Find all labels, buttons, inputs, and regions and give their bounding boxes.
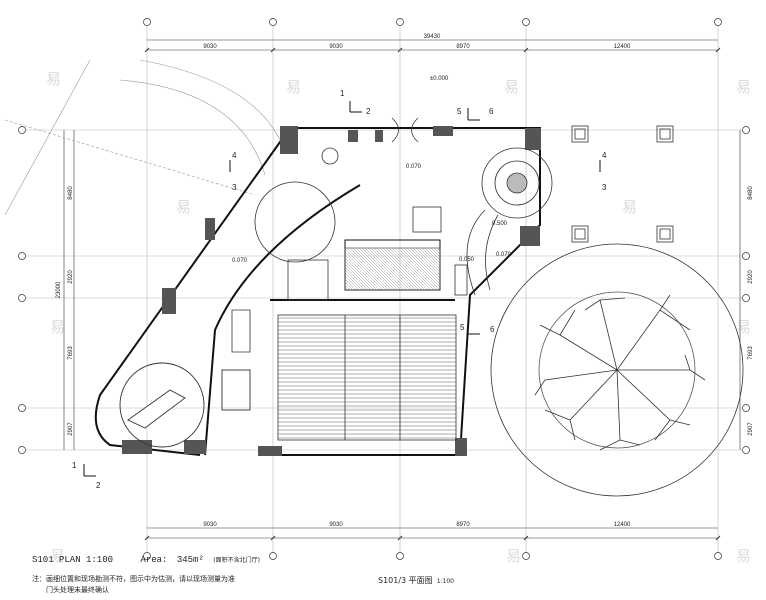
section-5-bottom-b: 6 xyxy=(490,325,495,334)
watermark: 易 xyxy=(736,78,752,96)
dim-right-3: 7693 xyxy=(748,346,754,360)
section-5-top-b: 6 xyxy=(489,107,494,116)
watermark: 易 xyxy=(622,198,638,216)
section-5-top-a: 5 xyxy=(457,107,462,116)
dim-top-3: 8970 xyxy=(456,44,470,50)
section-4-right-b: 3 xyxy=(602,183,607,192)
dim-right-4: 2907 xyxy=(748,422,754,436)
round-display xyxy=(119,362,251,448)
watermark: 易 xyxy=(286,78,302,96)
dim-top-2: 9030 xyxy=(329,44,343,50)
dim-bottom-3: 8970 xyxy=(456,522,470,528)
section-4-right-a: 4 xyxy=(602,151,607,160)
section-1-top-a: 1 xyxy=(340,89,345,98)
elevation-070-b: 0.070 xyxy=(232,258,248,264)
plan-title: S101 PLAN 1:100 Area: 345m² (面积不含北门厅) xyxy=(32,555,282,565)
area-label: Area: xyxy=(140,555,168,565)
note-line-1: 注：画细位置和现场勘测不符，图示中为估测，请以现场测量为准 xyxy=(32,575,235,583)
wall-columns xyxy=(122,126,541,456)
dim-bottom-1: 9030 xyxy=(203,522,217,528)
watermark: 易 xyxy=(736,318,752,336)
elevation-500: 0.500 xyxy=(492,221,508,227)
elevation-zero: ±0.000 xyxy=(430,76,449,82)
note-line-2: 门头处理未最终确认 xyxy=(46,586,109,594)
dim-top-1: 9030 xyxy=(203,44,217,50)
elevation-070-a: 0.070 xyxy=(406,164,422,170)
watermark: 易 xyxy=(504,78,520,96)
main-staircase xyxy=(277,247,457,441)
section-4-left-b: 3 xyxy=(232,183,237,192)
dim-total: 39430 xyxy=(424,34,441,40)
outdoor-chairs xyxy=(571,125,674,243)
section-1-top-b: 2 xyxy=(366,107,371,116)
watermark: 易 xyxy=(50,318,66,336)
section-5-bottom-a: 5 xyxy=(460,323,465,332)
dim-left-total: 23000 xyxy=(56,281,62,298)
section-1-bottom-a: 1 xyxy=(72,461,77,470)
dim-left-4: 2907 xyxy=(68,422,74,436)
section-marks xyxy=(83,101,601,477)
watermark: 易 xyxy=(50,547,66,565)
dim-top-4: 12400 xyxy=(614,44,631,50)
dim-left-1: 8480 xyxy=(68,186,74,200)
round-room xyxy=(254,147,553,296)
plan-name: S101 PLAN 1:100 xyxy=(32,555,114,565)
elevation-050: 0.050 xyxy=(459,257,475,263)
tree-planter xyxy=(490,243,744,497)
dim-left-3: 7693 xyxy=(68,346,74,360)
watermark: 易 xyxy=(506,547,522,565)
grid-bubbles xyxy=(18,18,750,560)
site-boundary xyxy=(4,59,281,216)
section-4-left-a: 4 xyxy=(232,151,237,160)
dim-right-1: 8480 xyxy=(748,186,754,200)
section-1-bottom-b: 2 xyxy=(96,481,101,490)
watermark: 易 xyxy=(736,547,752,565)
sheet-scale: 1:100 xyxy=(436,578,454,585)
dim-right-2: 2920 xyxy=(748,270,754,284)
area-value: 345m² xyxy=(176,555,204,565)
watermark: 易 xyxy=(46,70,62,88)
area-note: (面积不含北门厅) xyxy=(213,557,260,564)
elevation-070-c: 0.070 xyxy=(496,252,512,258)
watermark: 易 xyxy=(176,198,192,216)
fixtures xyxy=(231,117,468,353)
dim-bottom-4: 12400 xyxy=(614,522,631,528)
dim-left-2: 2920 xyxy=(68,270,74,284)
sheet-name: S101/3 平面图 xyxy=(378,576,433,585)
dim-bottom-2: 9030 xyxy=(329,522,343,528)
